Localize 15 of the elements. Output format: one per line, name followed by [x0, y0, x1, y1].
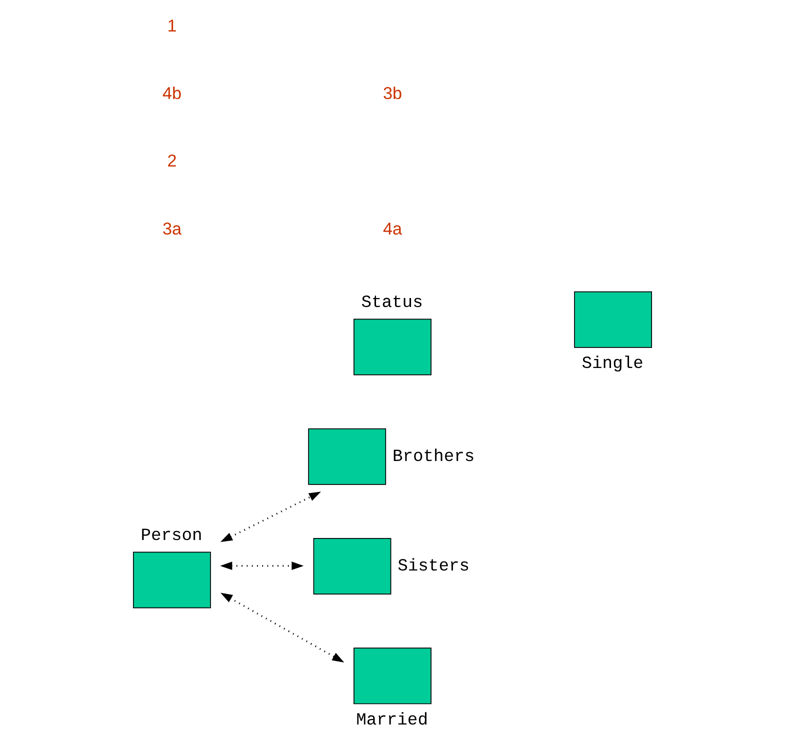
node-label: Person: [140, 527, 202, 546]
label: 3b: [382, 84, 402, 104]
label: 3a: [162, 219, 182, 238]
node-label: Sisters: [398, 558, 470, 577]
node-label: Single: [582, 355, 644, 374]
node-label: Married: [356, 711, 428, 730]
label: 4a: [382, 219, 402, 238]
node-label: Brothers: [392, 448, 475, 467]
label: 1: [167, 16, 177, 36]
label: 2: [167, 152, 177, 171]
arrow: [220, 492, 321, 542]
label: 4b: [162, 84, 182, 104]
arrow: [220, 562, 304, 570]
node-label: Status: [361, 294, 423, 314]
arrow: [220, 592, 344, 662]
